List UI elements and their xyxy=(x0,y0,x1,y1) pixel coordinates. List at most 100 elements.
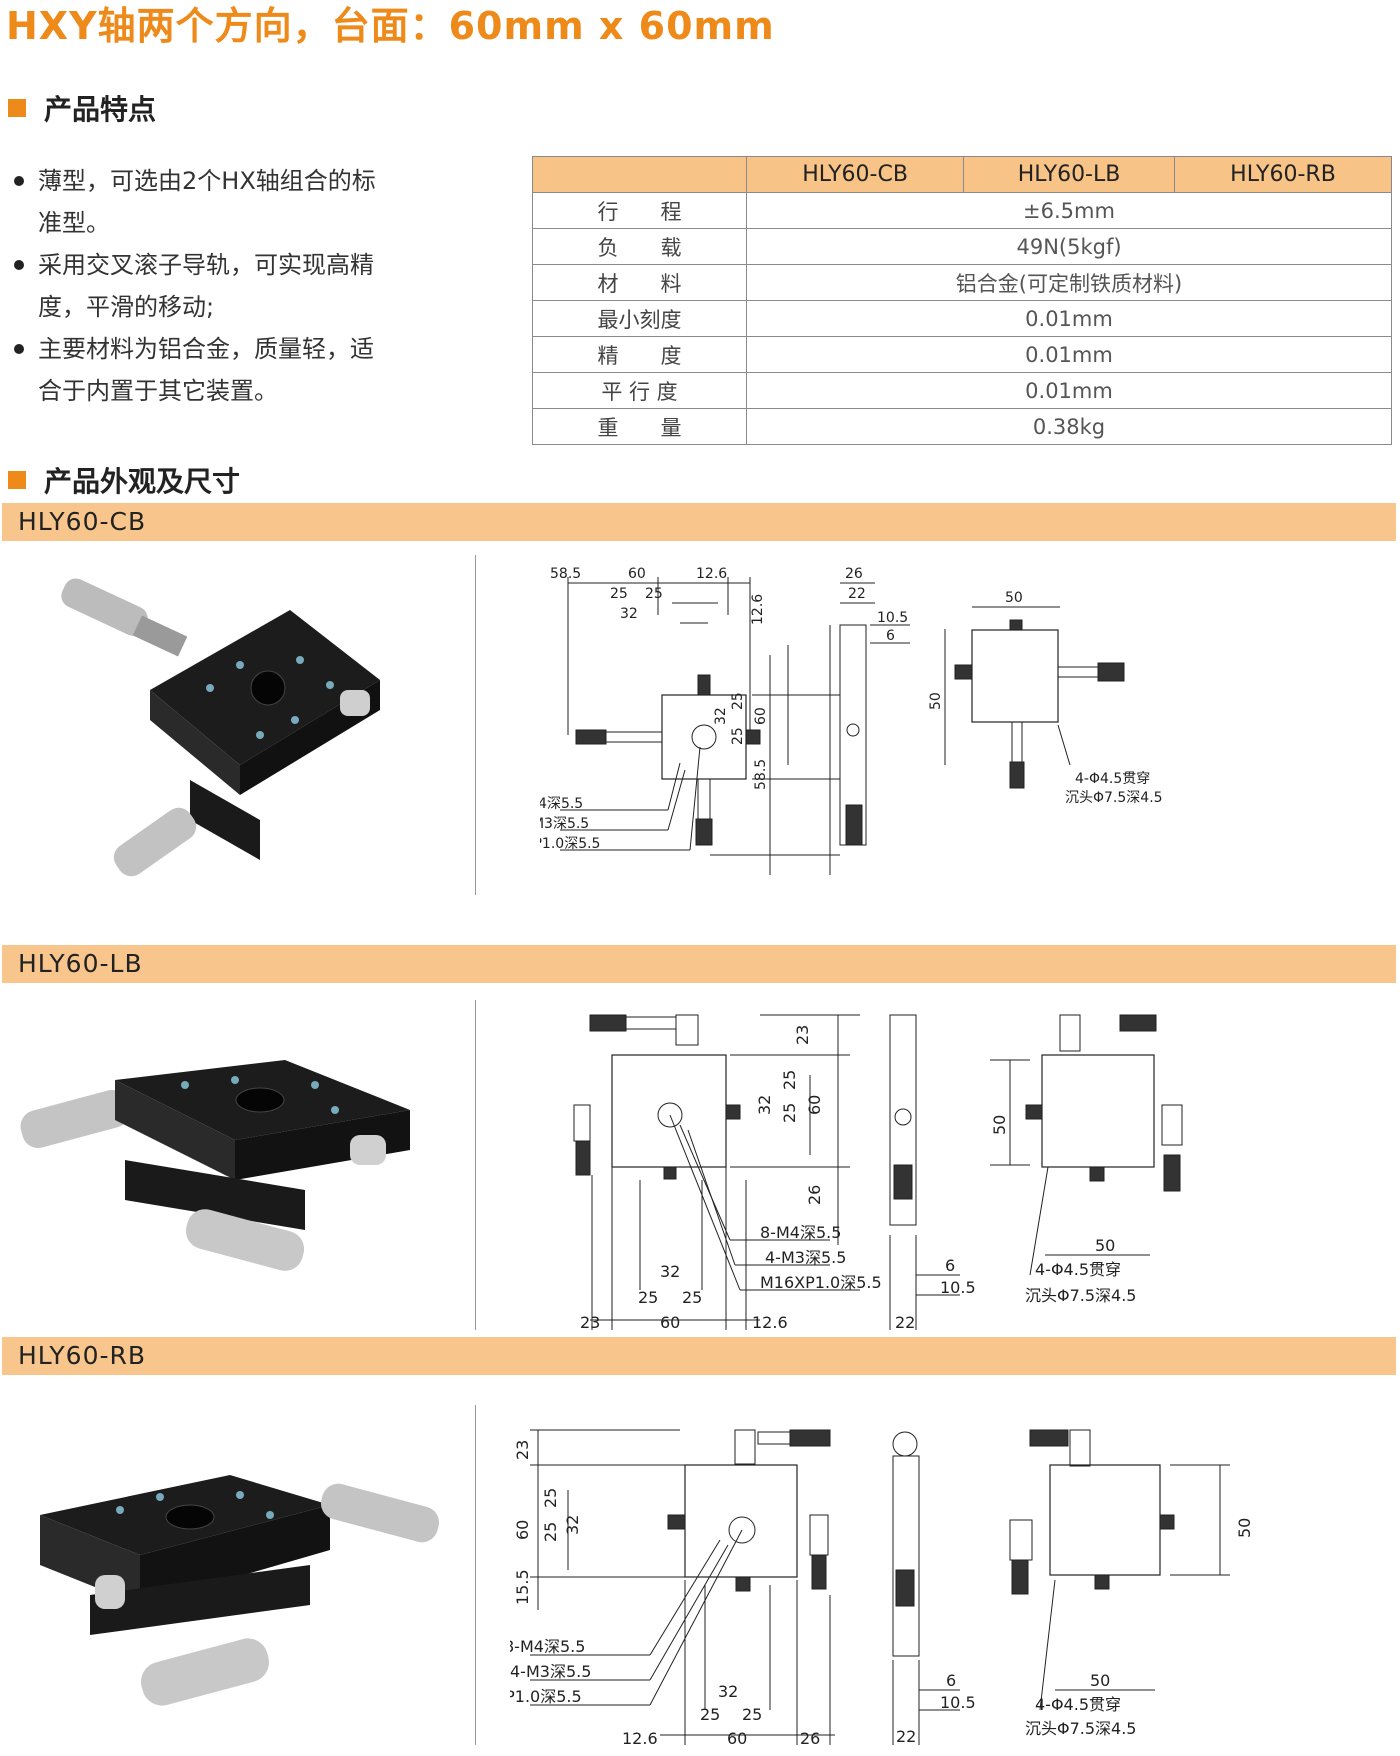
feature-item: 薄型，可选由2个HX轴组合的标 准型。 xyxy=(12,160,412,244)
svg-text:60: 60 xyxy=(753,707,769,725)
svg-text:4-M3深5.5: 4-M3深5.5 xyxy=(510,1662,591,1681)
heading-square-icon xyxy=(8,99,26,117)
svg-text:4-Φ4.5贯穿: 4-Φ4.5贯穿 xyxy=(1035,1695,1121,1714)
svg-text:25: 25 xyxy=(638,1288,658,1307)
drawing-lb: 23 25 25 32 60 26 32 25 25 23 60 12.6 8-… xyxy=(573,1014,1183,1332)
svg-text:60: 60 xyxy=(805,1095,824,1115)
svg-text:50: 50 xyxy=(1090,1671,1110,1690)
svg-text:4-M3深5.5: 4-M3深5.5 xyxy=(765,1248,846,1267)
svg-text:25: 25 xyxy=(780,1103,799,1123)
page-title: HXY轴两个方向，台面：60mm x 60mm xyxy=(6,4,775,48)
svg-text:60: 60 xyxy=(660,1313,680,1332)
svg-text:8-M4深5.5: 8-M4深5.5 xyxy=(760,1223,841,1242)
features-heading: 产品特点 xyxy=(8,88,156,128)
micrometer-barrel xyxy=(141,1638,269,1706)
product-photo-cb xyxy=(61,578,380,877)
svg-text:25: 25 xyxy=(730,692,746,710)
svg-text:50: 50 xyxy=(990,1115,1009,1135)
svg-text:32: 32 xyxy=(660,1262,680,1281)
svg-text:58.5: 58.5 xyxy=(550,566,581,582)
svg-text:32: 32 xyxy=(620,606,638,622)
svg-text:32: 32 xyxy=(755,1095,774,1115)
svg-text:沉头Φ7.5深4.5: 沉头Φ7.5深4.5 xyxy=(1025,1719,1137,1738)
svg-text:25: 25 xyxy=(742,1705,762,1724)
svg-text:10.5: 10.5 xyxy=(940,1693,976,1712)
svg-text:60: 60 xyxy=(628,566,646,582)
divider xyxy=(475,1000,476,1330)
drawing-cb: 58.5 60 12.6 25 25 32 12.6 32 25 25 60 5… xyxy=(540,566,1163,875)
svg-text:58.5: 58.5 xyxy=(753,759,769,790)
table-header-cell: HLY60-LB xyxy=(963,156,1175,193)
svg-text:沉头Φ7.5深4.5: 沉头Φ7.5深4.5 xyxy=(1065,790,1163,806)
svg-text:32: 32 xyxy=(713,707,729,725)
svg-text:12.6: 12.6 xyxy=(622,1729,658,1748)
svg-text:50: 50 xyxy=(1235,1518,1254,1538)
svg-text:25: 25 xyxy=(645,586,663,602)
feature-item: 采用交叉滚子导轨，可实现高精 度，平滑的移动; xyxy=(12,244,412,328)
drawing-rb: 23 60 25 25 32 15.5 32 25 25 12.6 60 26 … xyxy=(510,1429,1254,1748)
svg-text:4-Φ4.5贯穿: 4-Φ4.5贯穿 xyxy=(1035,1260,1121,1279)
svg-text:6: 6 xyxy=(886,628,895,644)
micrometer-barrel xyxy=(61,578,148,636)
svg-text:25: 25 xyxy=(541,1488,560,1508)
svg-text:10.5: 10.5 xyxy=(877,610,908,626)
bullet-icon xyxy=(14,176,24,186)
appearance-heading: 产品外观及尺寸 xyxy=(8,460,240,500)
svg-text:6: 6 xyxy=(946,1671,956,1690)
svg-text:12.6: 12.6 xyxy=(696,566,727,582)
table-header-row: HLY60-CB HLY60-LB HLY60-RB xyxy=(532,156,1393,193)
divider xyxy=(475,555,476,895)
micrometer-barrel xyxy=(113,807,197,877)
table-header-blank xyxy=(532,156,747,193)
svg-text:26: 26 xyxy=(845,566,863,582)
svg-text:4-M3深5.5: 4-M3深5.5 xyxy=(540,816,589,832)
model-bar-rb: HLY60-RB xyxy=(2,1337,1396,1375)
svg-text:23: 23 xyxy=(793,1025,812,1045)
svg-text:25: 25 xyxy=(682,1288,702,1307)
svg-text:10.5: 10.5 xyxy=(940,1278,976,1297)
table-header-cell: HLY60-CB xyxy=(745,156,965,193)
svg-text:23: 23 xyxy=(513,1440,532,1460)
svg-text:26: 26 xyxy=(800,1729,820,1748)
svg-text:25: 25 xyxy=(541,1522,560,1542)
heading-square-icon xyxy=(8,471,26,489)
micrometer-barrel xyxy=(320,1483,440,1543)
svg-text:25: 25 xyxy=(700,1705,720,1724)
svg-text:60: 60 xyxy=(513,1520,532,1540)
svg-text:22: 22 xyxy=(896,1727,916,1746)
svg-text:25: 25 xyxy=(730,727,746,745)
svg-text:12.6: 12.6 xyxy=(752,1313,788,1332)
svg-text:22: 22 xyxy=(848,586,866,602)
table-header-cell: HLY60-RB xyxy=(1173,156,1393,193)
svg-text:15.5: 15.5 xyxy=(513,1569,532,1605)
svg-text:12.6: 12.6 xyxy=(750,594,766,625)
micrometer-barrel xyxy=(185,1209,305,1271)
feature-item: 主要材料为铝合金，质量轻，适 合于内置于其它装置。 xyxy=(12,328,412,412)
svg-text:M16XP1.0深5.5: M16XP1.0深5.5 xyxy=(760,1273,882,1292)
svg-text:8-M4深5.5: 8-M4深5.5 xyxy=(540,796,583,812)
svg-text:50: 50 xyxy=(928,692,944,710)
svg-text:M16XP1.0深5.5: M16XP1.0深5.5 xyxy=(540,836,600,852)
micrometer-barrel xyxy=(20,1090,130,1148)
table-row: 材 料铝合金(可定制铁质材料) xyxy=(532,264,1392,301)
svg-text:32: 32 xyxy=(718,1682,738,1701)
spec-table: HLY60-CB HLY60-LB HLY60-RB 行 程±6.5mm 负 载… xyxy=(532,156,1393,445)
product-photo-lb xyxy=(20,1060,410,1271)
svg-text:50: 50 xyxy=(1095,1236,1115,1255)
divider xyxy=(475,1405,476,1745)
feature-list: 薄型，可选由2个HX轴组合的标 准型。 采用交叉滚子导轨，可实现高精 度，平滑的… xyxy=(12,160,412,412)
product-photo-rb xyxy=(40,1475,440,1706)
bullet-icon xyxy=(14,260,24,270)
svg-text:60: 60 xyxy=(727,1729,747,1748)
svg-text:23: 23 xyxy=(580,1313,600,1332)
svg-text:50: 50 xyxy=(1005,590,1023,606)
model-bar-cb: HLY60-CB xyxy=(2,503,1396,541)
bullet-icon xyxy=(14,344,24,354)
svg-text:25: 25 xyxy=(780,1070,799,1090)
svg-text:4-Φ4.5贯穿: 4-Φ4.5贯穿 xyxy=(1075,771,1150,787)
svg-text:22: 22 xyxy=(895,1313,915,1332)
